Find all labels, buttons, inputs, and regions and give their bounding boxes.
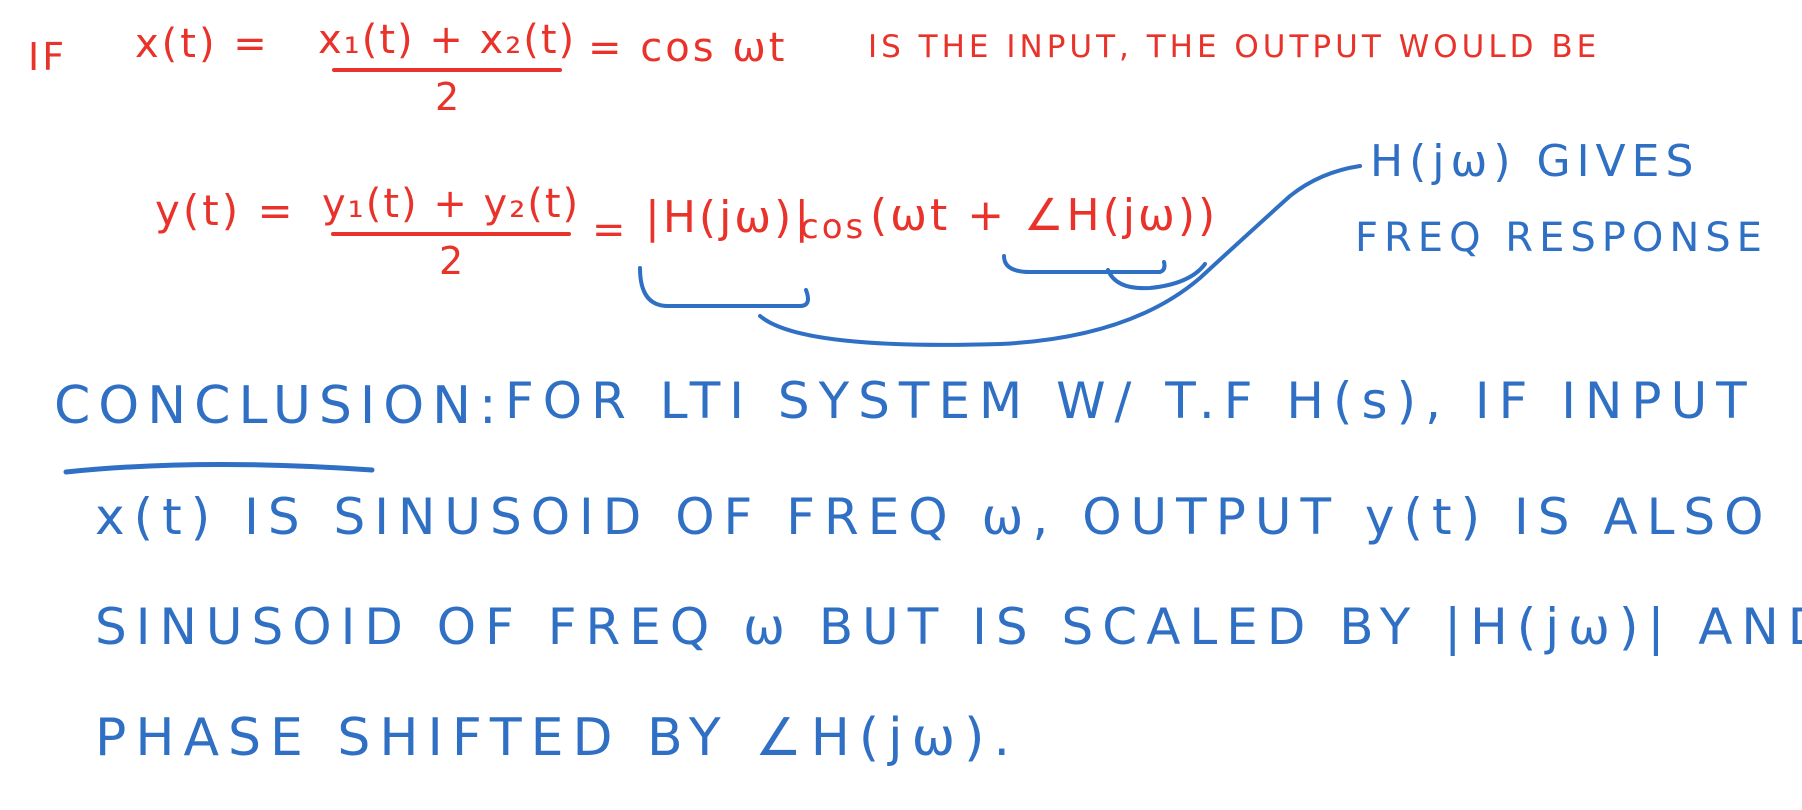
conclusion-line2: x(t) IS SINUSOID OF FREQ ω, OUTPUT y(t) … (95, 488, 1773, 546)
line1-text: IS THE INPUT, THE OUTPUT WOULD BE (868, 29, 1601, 65)
output-denominator: 2 (438, 239, 464, 283)
conclusion-line3: SINUSOID OF FREQ ω BUT IS SCALED BY |H(j… (95, 598, 1802, 656)
input-rhs: = cos ωt (588, 25, 788, 71)
output-magnitude: |H(jω)| (645, 192, 813, 243)
conclusion-heading: CONCLUSION: (54, 376, 505, 436)
conclusion-line1: FOR LTI SYSTEM W/ T.F H(s), IF INPUT (505, 372, 1756, 430)
output-eq: = (592, 207, 629, 253)
output-cos: cos (800, 207, 867, 247)
conclusion-line4: PHASE SHIFTED BY ∠H(jω). (95, 708, 1019, 768)
phase-underbrace (1002, 254, 1167, 274)
input-denominator: 2 (434, 75, 460, 119)
input-numerator: x₁(t) + x₂(t) (318, 17, 577, 63)
magnitude-connector (758, 164, 1362, 347)
conclusion-underline (63, 461, 375, 475)
phase-connector (1106, 262, 1207, 291)
output-lhs: y(t) = (155, 186, 296, 235)
input-fraction: x₁(t) + x₂(t) 2 (318, 20, 576, 116)
output-numerator: y₁(t) + y₂(t) (322, 181, 581, 227)
magnitude-underbrace (638, 266, 810, 308)
annotation-line2: FREQ RESPONSE (1355, 215, 1768, 261)
output-fraction: y₁(t) + y₂(t) 2 (322, 184, 580, 280)
input-fraction-bar (332, 68, 563, 72)
output-fraction-bar (331, 232, 572, 236)
annotation-line1: H(jω) GIVES (1370, 136, 1700, 187)
if-word: IF (28, 35, 68, 79)
output-phase-arg: (ωt + ∠H(jω)) (870, 190, 1219, 241)
input-lhs: x(t) = (135, 21, 270, 67)
